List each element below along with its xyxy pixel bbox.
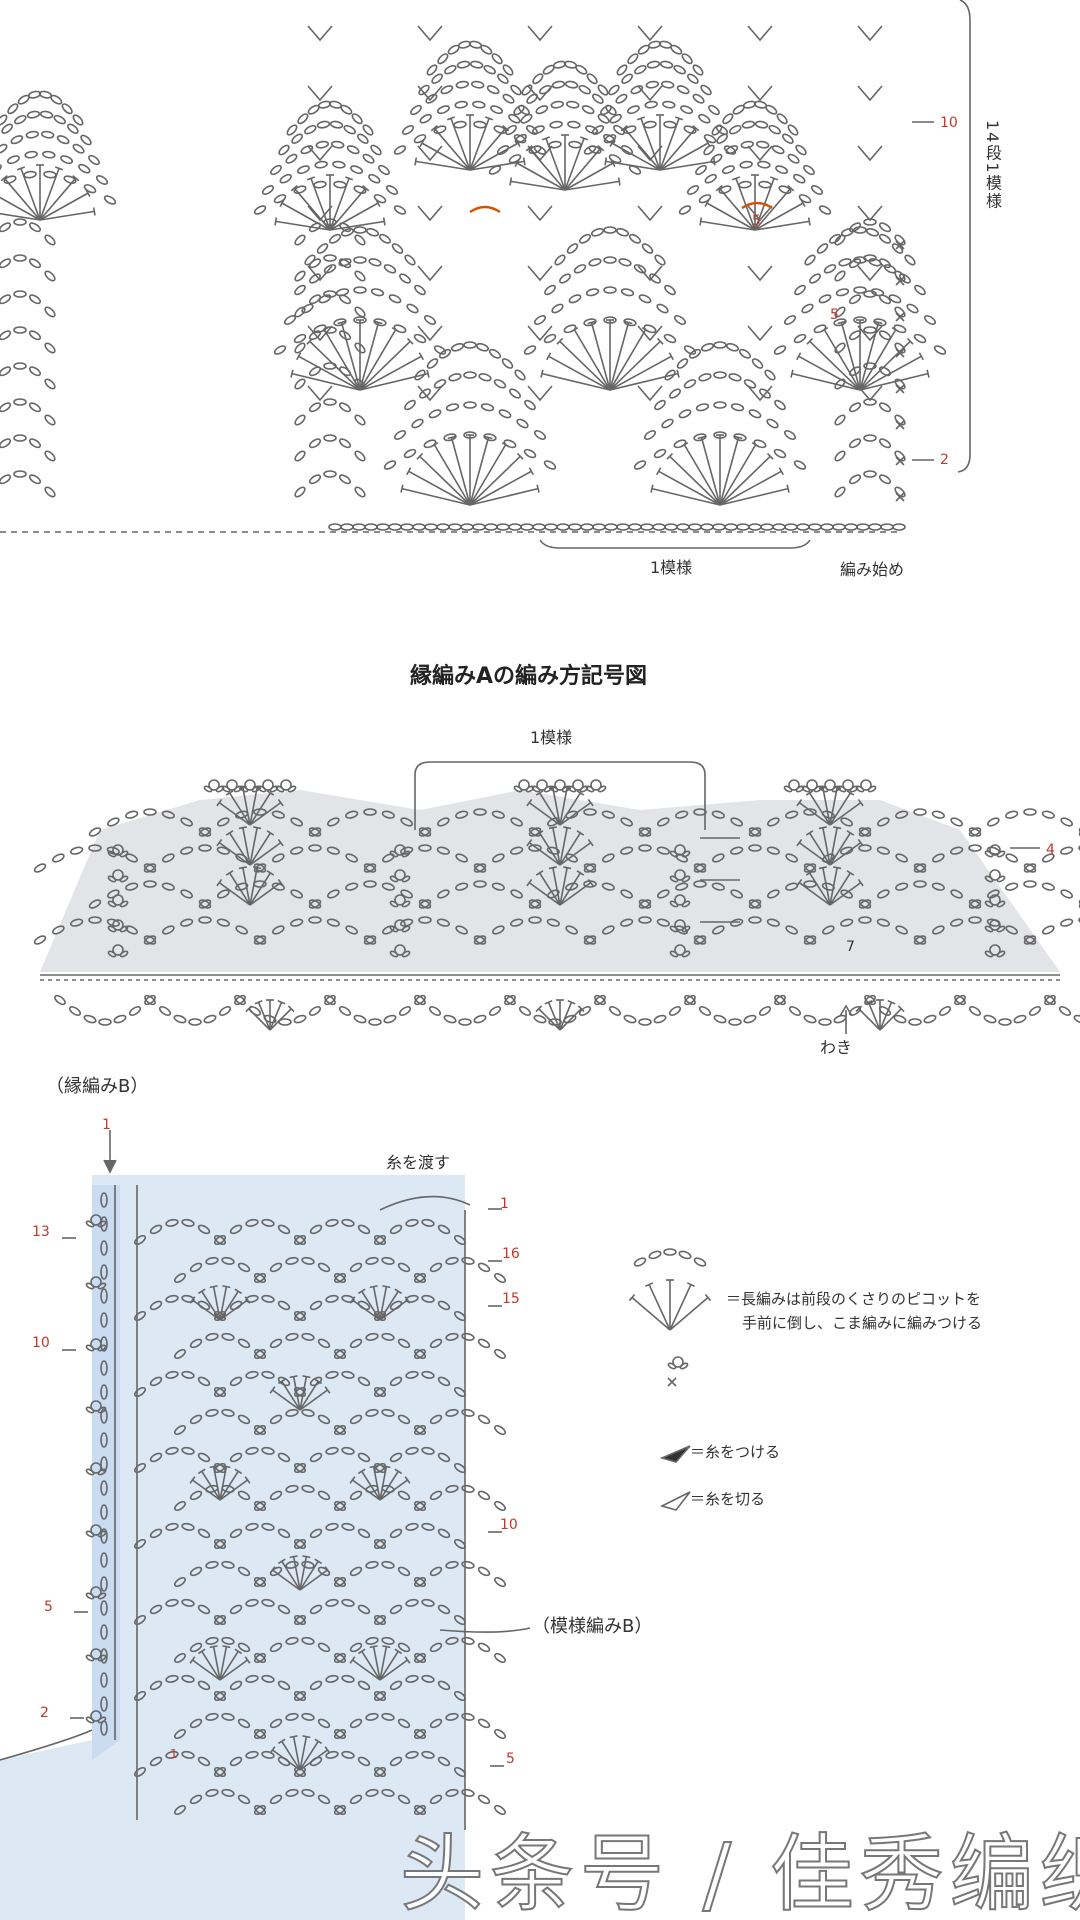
edging-a-row-7-label: 7 xyxy=(846,939,855,955)
bottom-row-10-left-label: 10 xyxy=(32,1335,50,1351)
pass-yarn-label: 糸を渡す xyxy=(386,1153,451,1172)
edging-a-one-pattern-label: 1模様 xyxy=(530,728,573,747)
legend-dc-note-line-2: 手前に倒し、こま編みに編みつける xyxy=(742,1314,983,1332)
pattern-b-label: （模様編みB） xyxy=(532,1616,653,1637)
bottom-row-5-right-label: 5 xyxy=(506,1751,515,1767)
edging-a-chart xyxy=(33,761,1080,1034)
repeat-rows-label: 14段1模様 xyxy=(983,120,1002,211)
edging-a-row-4-label: 4 xyxy=(1046,842,1055,858)
legend-symbols xyxy=(628,1248,712,1511)
bottom-row-2-label: 2 xyxy=(40,1705,49,1721)
bottom-pattern-chart xyxy=(0,1130,531,1920)
start-label: 編み始め xyxy=(840,560,905,579)
bottom-row-1-label: 1 xyxy=(500,1196,509,1212)
legend-dc-note-line-1: ＝長編みは前段のくさりのピコットを xyxy=(726,1290,982,1308)
bottom-row-13-label: 13 xyxy=(32,1224,50,1240)
bottom-row-10-right-label: 10 xyxy=(500,1517,518,1533)
edging-b-label: （縁編みB） xyxy=(46,1076,149,1097)
edging-b-top-1-label: 1 xyxy=(102,1117,111,1133)
bottom-row-15-label: 15 xyxy=(502,1291,520,1307)
top-one-pattern-label: 1模様 xyxy=(650,558,693,577)
legend-attach-yarn: ＝糸をつける xyxy=(690,1443,781,1461)
bottom-row-16-label: 16 xyxy=(502,1246,520,1262)
bottom-row-1-small-label: 1 xyxy=(170,1747,178,1761)
top-row-10-label: 10 xyxy=(940,115,958,131)
top-row-2-label: 2 xyxy=(940,452,949,468)
bottom-row-5-left-label: 5 xyxy=(44,1599,53,1615)
side-label: わき xyxy=(820,1038,853,1057)
watermark-text: 头条号 / 佳秀编织 xyxy=(399,1825,1080,1920)
top-row-5-label-b: 5 xyxy=(830,307,839,323)
top-pineapple-chart xyxy=(0,0,971,549)
legend-cut-yarn: ＝糸を切る xyxy=(690,1490,766,1508)
edging-a-title: 縁編みAの編み方記号図 xyxy=(410,664,648,689)
top-row-5-label-a: 5 xyxy=(752,213,761,229)
